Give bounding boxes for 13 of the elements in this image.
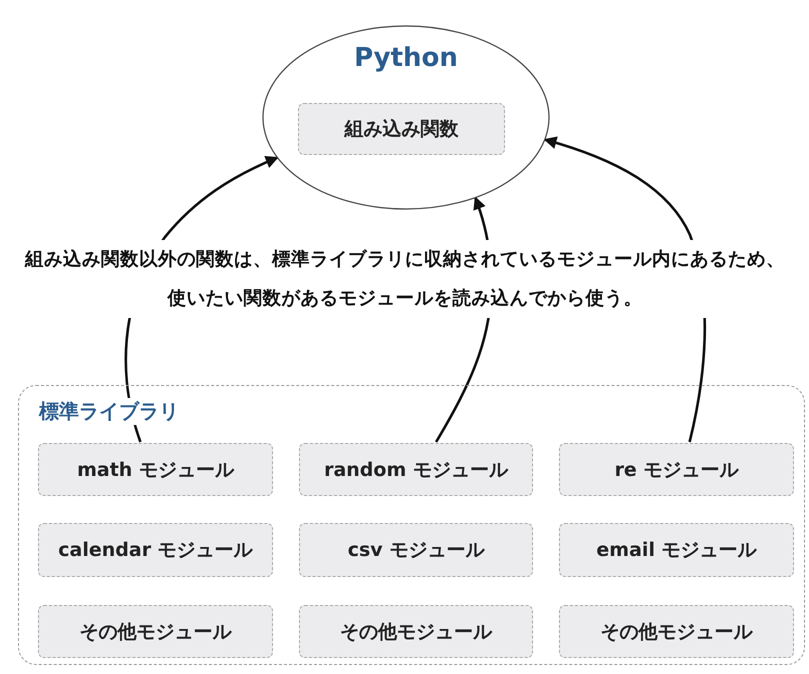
module-box: その他モジュール [559,605,794,658]
module-box: math モジュール [38,443,273,496]
module-box: その他モジュール [38,605,273,658]
module-box: csv モジュール [299,523,533,577]
module-box: random モジュール [299,443,533,496]
module-box: email モジュール [559,523,794,577]
ellipse [262,25,550,210]
library-panel [18,385,805,665]
module-box: calendar モジュール [38,523,273,577]
function-box: 組み込み関数 [298,103,505,155]
ellipse-title: Python [353,43,459,73]
module-box: その他モジュール [299,605,533,658]
module-box: re モジュール [559,443,794,496]
